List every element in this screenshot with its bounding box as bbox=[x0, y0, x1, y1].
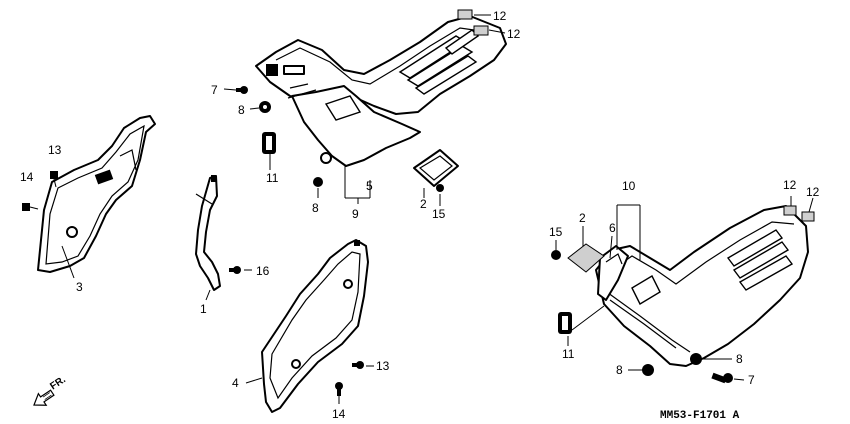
bolt-13-left bbox=[50, 171, 58, 188]
bracket-part-1 bbox=[195, 175, 221, 291]
callout-6: 6 bbox=[609, 221, 616, 235]
cowl-lower-panel bbox=[287, 83, 421, 167]
inner-panel-part-6 bbox=[597, 245, 629, 301]
callout-2-top: 2 bbox=[420, 197, 427, 211]
clip-12-top-a bbox=[457, 9, 473, 20]
callout-3: 3 bbox=[76, 280, 83, 294]
callout-12-top-a: 12 bbox=[493, 9, 507, 23]
callout-12-right-a: 12 bbox=[783, 178, 797, 192]
callout-12-right-b: 12 bbox=[806, 185, 820, 199]
clip-12-right-a bbox=[783, 205, 797, 216]
left-side-cover-part-3 bbox=[37, 115, 156, 273]
callout-7-top: 7 bbox=[211, 83, 218, 97]
plate-2-top bbox=[413, 149, 459, 187]
clip-12-right-b bbox=[801, 211, 815, 222]
front-arrow-icon bbox=[33, 389, 55, 406]
center-side-cover-part-4 bbox=[261, 239, 369, 413]
callout-15-right: 15 bbox=[549, 225, 563, 239]
bolt-7-top bbox=[236, 86, 248, 94]
washer-8-top bbox=[259, 101, 271, 113]
callout-1: 1 bbox=[200, 302, 207, 316]
callout-13-left: 13 bbox=[48, 143, 62, 157]
bolt-13-center bbox=[352, 361, 364, 369]
callout-5: 5 bbox=[366, 179, 373, 193]
right-cowl-part-10 bbox=[595, 205, 809, 367]
callout-14-left: 14 bbox=[20, 170, 34, 184]
grommet-11-right bbox=[558, 312, 572, 334]
callout-8-right-b: 8 bbox=[616, 363, 623, 377]
callout-8-mid: 8 bbox=[312, 201, 319, 215]
bolt-14-center bbox=[335, 382, 343, 396]
callout-16: 16 bbox=[256, 264, 270, 278]
plate-2-right bbox=[567, 243, 605, 273]
callout-8-top: 8 bbox=[238, 103, 245, 117]
callout-15-top: 15 bbox=[432, 207, 446, 221]
washer-8-right-a bbox=[690, 353, 702, 365]
callout-12-top-b: 12 bbox=[507, 27, 521, 41]
bolt-14-left bbox=[22, 203, 39, 211]
callout-labels: 1 2 2 3 4 5 6 7 7 8 8 8 8 9 10 11 11 12 … bbox=[20, 9, 820, 421]
callout-10: 10 bbox=[622, 179, 636, 193]
bolt-16 bbox=[229, 266, 241, 274]
callout-11-right: 11 bbox=[562, 347, 575, 361]
callout-4: 4 bbox=[232, 376, 239, 390]
washer-8-mid bbox=[313, 177, 323, 187]
bolt-7-right bbox=[711, 372, 733, 384]
callout-9: 9 bbox=[352, 207, 359, 221]
washer-15-top bbox=[436, 184, 444, 192]
callout-11-top: 11 bbox=[266, 171, 279, 185]
callout-2-right: 2 bbox=[579, 211, 586, 225]
diagram-code: MM53-F1701 A bbox=[660, 410, 740, 422]
callout-8-right-a: 8 bbox=[736, 352, 743, 366]
callout-7-right: 7 bbox=[748, 373, 755, 387]
grommet-11-top bbox=[262, 132, 276, 154]
callout-14-center: 14 bbox=[332, 407, 346, 421]
washer-15-right bbox=[551, 250, 561, 260]
leader-lines bbox=[61, 14, 814, 404]
clip-12-top-b bbox=[473, 25, 489, 36]
front-direction-arrow: FR. bbox=[33, 374, 68, 406]
direction-label: FR. bbox=[48, 374, 68, 392]
callout-13-center: 13 bbox=[376, 359, 390, 373]
washer-8-right-b bbox=[642, 364, 654, 376]
upper-cowl-part-5 bbox=[255, 15, 507, 115]
